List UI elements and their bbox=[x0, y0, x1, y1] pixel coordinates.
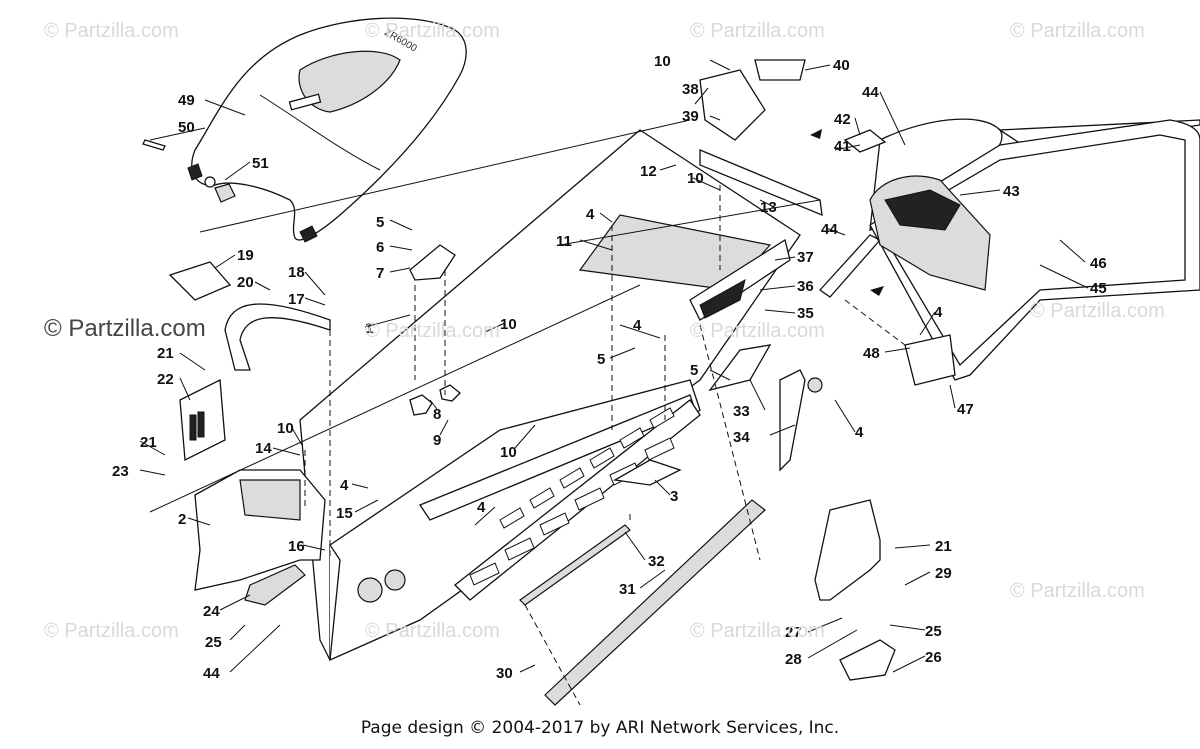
callout-4e: 4 bbox=[855, 424, 864, 441]
callout-12: 12 bbox=[640, 163, 657, 180]
callout-4a: 4 bbox=[586, 206, 595, 223]
callout-20: 20 bbox=[237, 274, 254, 291]
callout-22: 22 bbox=[157, 371, 174, 388]
callout-17: 17 bbox=[288, 291, 305, 308]
callout-7: 7 bbox=[376, 265, 384, 282]
watermark: © Partzilla.com bbox=[1010, 20, 1145, 42]
watermark: © Partzilla.com bbox=[690, 20, 825, 42]
callout-4c: 4 bbox=[340, 477, 349, 494]
callout-10d: 10 bbox=[277, 420, 294, 437]
watermark: © Partzilla.com bbox=[690, 620, 825, 642]
callout-29: 29 bbox=[935, 565, 952, 582]
callout-44b: 44 bbox=[203, 665, 220, 682]
callout-27: 27 bbox=[785, 624, 802, 641]
watermark: © Partzilla.com bbox=[365, 320, 500, 342]
callout-10a: 10 bbox=[654, 53, 671, 70]
callout-46: 46 bbox=[1090, 255, 1107, 272]
callout-51: 51 bbox=[252, 155, 269, 172]
watermark: © Partzilla.com bbox=[44, 20, 179, 42]
callout-13: 13 bbox=[760, 199, 777, 216]
callout-9: 9 bbox=[433, 432, 441, 449]
callout-49: 49 bbox=[178, 92, 195, 109]
callout-18: 18 bbox=[288, 264, 305, 281]
callout-4f: 4 bbox=[934, 304, 943, 321]
callout-48: 48 bbox=[863, 345, 880, 362]
watermark: © Partzilla.com bbox=[44, 620, 179, 642]
callout-41: 41 bbox=[834, 138, 851, 155]
callout-3: 3 bbox=[670, 488, 678, 505]
callout-10e: 10 bbox=[500, 444, 517, 461]
callout-24: 24 bbox=[203, 603, 220, 620]
callout-32: 32 bbox=[648, 553, 665, 570]
callout-1: 1 bbox=[365, 320, 373, 337]
callout-14: 14 bbox=[255, 440, 272, 457]
callout-21b: 21 bbox=[140, 434, 157, 451]
callout-26: 26 bbox=[925, 649, 942, 666]
callout-42: 42 bbox=[834, 111, 851, 128]
callout-21c: 21 bbox=[935, 538, 952, 555]
callout-25a: 25 bbox=[205, 634, 222, 651]
callout-45: 45 bbox=[1090, 280, 1107, 297]
callout-35: 35 bbox=[797, 305, 814, 322]
callout-6: 6 bbox=[376, 239, 384, 256]
callout-15: 15 bbox=[336, 505, 353, 522]
callout-37: 37 bbox=[797, 249, 814, 266]
callout-10b: 10 bbox=[687, 170, 704, 187]
callout-40: 40 bbox=[833, 57, 850, 74]
callout-44a: 44 bbox=[862, 84, 879, 101]
watermark: © Partzilla.com bbox=[690, 320, 825, 342]
callout-5b: 5 bbox=[597, 351, 605, 368]
callout-2: 2 bbox=[178, 511, 186, 528]
callout-8: 8 bbox=[433, 406, 441, 423]
seat-part: ZR6000 bbox=[187, 17, 467, 243]
callout-31: 31 bbox=[619, 581, 636, 598]
callout-30: 30 bbox=[496, 665, 513, 682]
callout-11: 11 bbox=[556, 233, 572, 250]
callout-43: 43 bbox=[1003, 183, 1020, 200]
callout-34: 34 bbox=[733, 429, 750, 446]
watermark: © Partzilla.com bbox=[365, 20, 500, 42]
callout-21a: 21 bbox=[157, 345, 174, 362]
watermark-primary: © Partzilla.com bbox=[44, 315, 206, 342]
callout-28: 28 bbox=[785, 651, 802, 668]
callout-44c: 44 bbox=[821, 221, 838, 238]
callout-36: 36 bbox=[797, 278, 814, 295]
page-footer: Page design © 2004-2017 by ARI Network S… bbox=[360, 718, 840, 738]
watermark: © Partzilla.com bbox=[1010, 580, 1145, 602]
callout-33: 33 bbox=[733, 403, 750, 420]
callout-39: 39 bbox=[682, 108, 699, 125]
callout-50: 50 bbox=[178, 119, 195, 136]
callout-16: 16 bbox=[288, 538, 305, 555]
callout-47: 47 bbox=[957, 401, 974, 418]
callout-19: 19 bbox=[237, 247, 254, 264]
callout-38: 38 bbox=[682, 81, 699, 98]
callout-4b: 4 bbox=[633, 317, 642, 334]
callout-5c: 5 bbox=[690, 362, 698, 379]
callout-labels: 1 2 3 4 5 6 7 8 9 10 11 12 13 14 15 16 1… bbox=[112, 53, 1107, 682]
callout-5a: 5 bbox=[376, 214, 384, 231]
callout-25b: 25 bbox=[925, 623, 942, 640]
callout-10c: 10 bbox=[500, 316, 517, 333]
tunnel-part bbox=[299, 129, 801, 662]
callout-4d: 4 bbox=[477, 499, 486, 516]
watermark: © Partzilla.com bbox=[1030, 300, 1165, 322]
callout-23: 23 bbox=[112, 463, 129, 480]
watermark: © Partzilla.com bbox=[365, 620, 500, 642]
